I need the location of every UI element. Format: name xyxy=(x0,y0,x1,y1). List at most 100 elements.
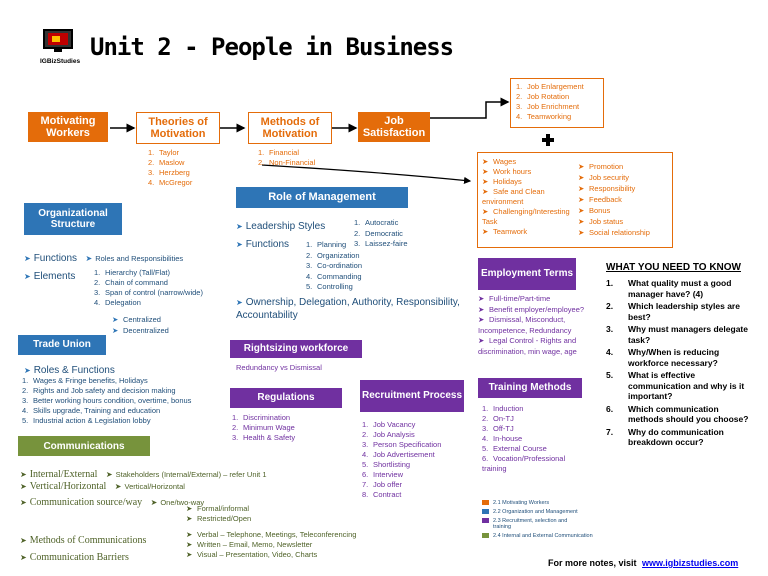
comm-internal-desc: Stakeholders (Internal/External) – refer… xyxy=(115,470,267,479)
methods-of-motivation-box: Methods of Motivation xyxy=(248,112,332,144)
list-item: 2.On-TJ xyxy=(482,414,514,423)
list-item: 1.Induction xyxy=(482,404,524,413)
list-item: ➤Dismissal, Misconduct, Incompetence, Re… xyxy=(478,315,572,335)
list-item: ➤Decentralized xyxy=(112,326,169,335)
list-item: ➤Safe and Clean environment xyxy=(482,187,545,206)
training-methods-box: Training Methods xyxy=(478,378,582,398)
list-item: 6.Interview xyxy=(362,470,404,479)
list-item: 3.Person Specification xyxy=(362,440,442,449)
comm-barriers-label: Communication Barriers xyxy=(29,552,129,563)
list-item: 1.Planning xyxy=(306,240,347,249)
org-structure-box: Organizational Structure xyxy=(24,203,122,235)
list-item: 3.Off-TJ xyxy=(482,424,514,433)
job-design-box: 1.Job Enlargement 2.Job Rotation 3.Job E… xyxy=(510,78,604,128)
list-item: ➤Written – Email, Memo, Newsletter xyxy=(186,540,313,549)
list-item: 1.Autocratic xyxy=(354,218,399,227)
comm-vertical-desc: Vertical/Horizontal xyxy=(124,482,185,491)
list-item: 5.External Course xyxy=(482,444,547,453)
list-item: ➤Social relationship xyxy=(578,228,650,237)
list-item: 1.Job Vacancy xyxy=(362,420,416,429)
footer: For more notes, visit www.igbizstudies.c… xyxy=(548,558,738,568)
comm-methods-row: ➤Methods of Communications xyxy=(20,535,147,546)
list-item: 2.Which leadership styles are best? xyxy=(606,301,740,322)
list-item: 2.Job Rotation xyxy=(516,92,570,101)
leadership-styles-label: Leadership Styles xyxy=(245,221,326,232)
list-item: 5.Shortlisting xyxy=(362,460,411,469)
list-item: ➤Bonus xyxy=(578,206,611,215)
list-item: 1.Discrimination xyxy=(232,413,291,422)
list-item: ➤Formal/informal xyxy=(186,504,250,513)
list-item: 7.Why do communication breakdown occur? xyxy=(606,426,724,448)
rightsizing-box: Rightsizing workforce xyxy=(230,340,362,358)
list-item: 1.Hierarchy (Tall/Flat) xyxy=(94,268,171,277)
need-to-know-title: WHAT YOU NEED TO KNOW xyxy=(606,262,741,273)
list-item: 4.Delegation xyxy=(94,298,141,307)
list-item: 4.Why/When is reducing workforce necessa… xyxy=(606,347,720,368)
list-item: 3.Job Enrichment xyxy=(516,102,580,111)
logo-icon xyxy=(43,29,73,52)
employment-terms-box: Employment Terms xyxy=(478,258,576,290)
list-item: ➤Wages xyxy=(482,157,517,166)
list-item: 3.Health & Safety xyxy=(232,433,296,442)
list-item: 2.Chain of command xyxy=(94,278,168,287)
list-item: 6.Vocation/Professional training xyxy=(482,454,566,473)
legend-item: 2.2 Organization and Management xyxy=(482,509,632,515)
list-item: ➤Verbal – Telephone, Meetings, Teleconfe… xyxy=(186,530,357,539)
job-satisfaction-box: Job Satisfaction xyxy=(358,112,430,142)
list-item: ➤Restricted/Open xyxy=(186,514,252,523)
page-title: Unit 2 - People in Business xyxy=(90,33,454,61)
list-item: 4.McGregor xyxy=(148,178,193,187)
list-item: ➤Job status xyxy=(578,217,624,226)
trade-union-roles-list: 1.Wages & Fringe benefits, Holidays 2.Ri… xyxy=(22,376,191,426)
list-item: ➤Visual – Presentation, Video, Charts xyxy=(186,550,318,559)
list-item: 2.Rights and Job safety and decision mak… xyxy=(22,386,176,395)
role-of-management-box: Role of Management xyxy=(236,187,408,208)
comm-source-row: ➤Communication source/way ➤One/two-way xyxy=(20,497,205,508)
list-item: 4.Job Advertisement xyxy=(362,450,435,459)
training-list: 1.Induction 2.On-TJ 3.Off-TJ 4.In-house … xyxy=(482,404,572,474)
legend-swatch xyxy=(482,509,489,514)
logo-text: IGBizStudies xyxy=(40,58,81,65)
list-item: 4.In-house xyxy=(482,434,523,443)
list-item: 2.Minimum Wage xyxy=(232,423,295,432)
footer-text: For more notes, visit xyxy=(548,558,637,568)
list-item: 1.Wages & Fringe benefits, Holidays xyxy=(22,376,148,385)
legend-swatch xyxy=(482,533,489,538)
list-item: 2.Job Analysis xyxy=(362,430,415,439)
list-item: ➤Benefit employer/employee? xyxy=(478,304,585,314)
roles-functions-label: Roles & Functions xyxy=(33,365,115,376)
logo: IGBizStudies xyxy=(40,28,81,65)
list-item: ➤Teamwork xyxy=(482,227,528,236)
comm-source-label: Communication source/way xyxy=(29,497,143,508)
satisfaction-factors-box: ➤Wages ➤Work hours ➤Holidays ➤Safe and C… xyxy=(477,152,673,248)
comm-vertical-row: ➤Vertical/Horizontal ➤Vertical/Horizonta… xyxy=(20,481,185,492)
list-item: 3.Herzberg xyxy=(148,168,190,177)
legend-item: 2.3 Recruitment, selection and training xyxy=(482,518,632,530)
ownership-row: ➤Ownership, Delegation, Authority, Respo… xyxy=(236,297,460,321)
list-item: 6.Which communication methods should you… xyxy=(606,403,749,425)
legend-item: 2.4 Internal and External Communication xyxy=(482,533,632,539)
website-link[interactable]: www.igbizstudies.com xyxy=(642,558,739,568)
regulations-box: Regulations xyxy=(230,388,342,408)
roles-functions-row: ➤Roles & Functions xyxy=(24,365,115,376)
org-elements-label: Elements xyxy=(33,271,76,282)
list-item: ➤Feedback xyxy=(578,195,622,204)
list-item: ➤Responsibility xyxy=(578,184,636,193)
recruitment-list: 1.Job Vacancy 2.Job Analysis 3.Person Sp… xyxy=(362,420,441,500)
org-functions-row: ➤Functions ➤Roles and Responsibilities xyxy=(24,253,184,264)
list-item: ➤Legal Control - Rights and discriminati… xyxy=(478,336,577,356)
theories-list: 1.Taylor 2.Maslow 3.Herzberg 4.McGregor xyxy=(148,148,192,188)
regulations-list: 1.Discrimination 2.Minimum Wage 3.Health… xyxy=(232,413,295,443)
list-item: ➤Full-time/Part-time xyxy=(478,294,551,303)
list-item: 3.Span of control (narrow/wide) xyxy=(94,288,203,297)
comm-source-extra-list: ➤Formal/informal ➤Restricted/Open xyxy=(186,504,251,524)
theories-of-motivation-box: Theories of Motivation xyxy=(136,112,220,144)
list-item: 5.Controlling xyxy=(306,282,353,291)
comm-barriers-row: ➤Communication Barriers xyxy=(20,552,129,563)
org-functions-desc: Roles and Responsibilities xyxy=(95,254,184,263)
need-to-know-list: 1.What quality must a good manager have?… xyxy=(606,278,756,450)
comm-methods-list: ➤Verbal – Telephone, Meetings, Teleconfe… xyxy=(186,530,356,560)
comm-methods-label: Methods of Communications xyxy=(29,535,147,546)
list-item: 1.Job Enlargement xyxy=(516,82,584,91)
